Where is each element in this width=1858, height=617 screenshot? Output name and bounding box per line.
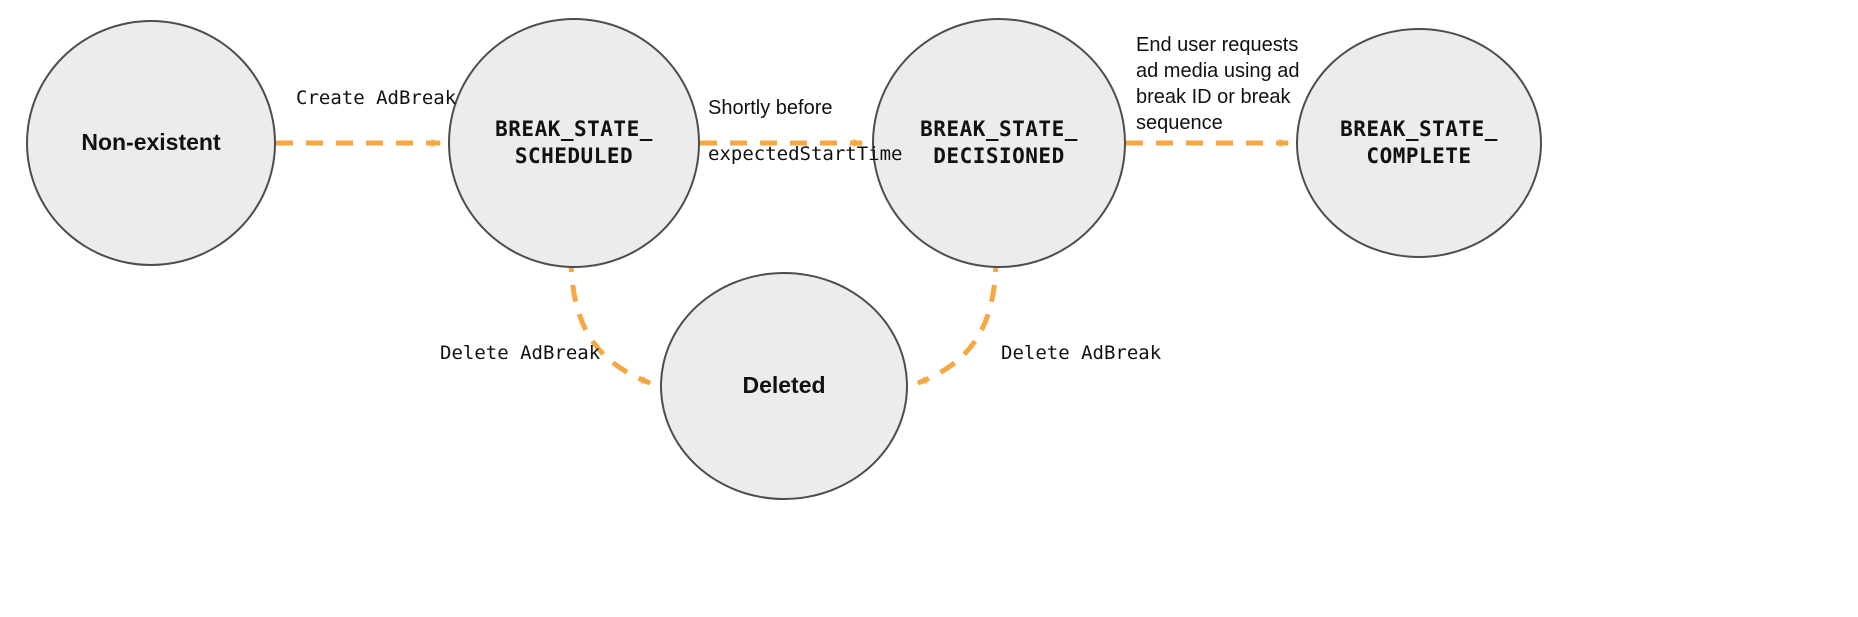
node-break-state-scheduled[interactable]: BREAK_STATE_ SCHEDULED (448, 18, 700, 268)
edge-label-create-adbreak: Create AdBreak (296, 87, 457, 109)
edge-delete-adbreak-decisioned (916, 254, 999, 386)
node-break-state-decisioned[interactable]: BREAK_STATE_ DECISIONED (872, 18, 1126, 268)
node-deleted-label: Deleted (742, 372, 826, 399)
node-break-state-complete[interactable]: BREAK_STATE_ COMPLETE (1296, 28, 1542, 258)
edge-label-line-sans: Shortly before (708, 96, 833, 119)
node-break-state-decisioned-label: BREAK_STATE_ DECISIONED (920, 117, 1078, 168)
edge-label-shortly-before-expected-start-time: Shortly before expectedStartTime (708, 74, 902, 187)
edge-label-delete-adbreak-decisioned: Delete AdBreak (1001, 342, 1162, 364)
edge-label-end-user-requests-ad-media: End user requests ad media using ad brea… (1136, 34, 1300, 134)
node-deleted[interactable]: Deleted (660, 272, 908, 500)
edge-label-delete-adbreak-scheduled: Delete AdBreak (440, 342, 601, 364)
node-non-existent[interactable]: Non-existent (26, 20, 276, 266)
node-non-existent-label: Non-existent (81, 129, 221, 156)
node-break-state-scheduled-label: BREAK_STATE_ SCHEDULED (495, 117, 653, 168)
edge-label-line-mono: expectedStartTime (708, 142, 903, 165)
node-break-state-complete-label: BREAK_STATE_ COMPLETE (1340, 117, 1498, 168)
